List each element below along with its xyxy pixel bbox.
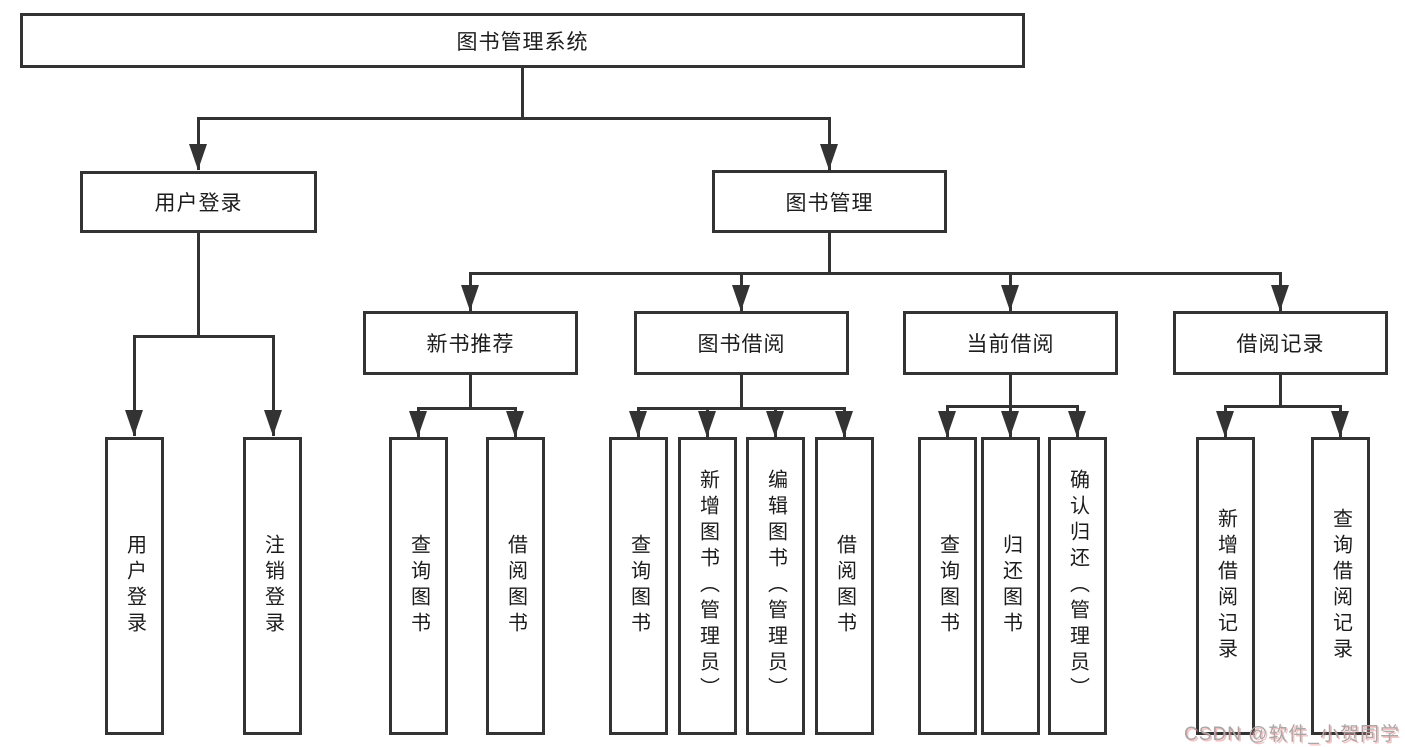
line-v	[133, 335, 136, 436]
arrowhead-down	[125, 410, 143, 436]
arrowhead-down	[835, 411, 853, 437]
node-user-login: 用户登录	[80, 171, 317, 233]
arrowhead-down	[1271, 285, 1289, 311]
arrowhead-down	[698, 411, 716, 437]
line-h	[417, 407, 517, 410]
arrowhead-down	[732, 285, 750, 311]
leaf-query-books-recommend: 查询图书	[389, 437, 448, 735]
arrowhead-down	[1331, 411, 1349, 437]
csdn-watermark: CSDN @软件_小贺同学	[1184, 724, 1400, 745]
leaf-return-book: 归还图书	[981, 437, 1040, 735]
arrowhead-down	[820, 144, 838, 170]
line-h	[946, 405, 1079, 408]
arrowhead-down	[629, 411, 647, 437]
leaf-add-book-admin: 新增图书（管理员）	[678, 437, 737, 735]
arrowhead-down	[1216, 411, 1234, 437]
arrowhead-down	[409, 411, 427, 437]
line-v	[740, 375, 743, 407]
line-v	[828, 233, 831, 272]
line-h	[637, 407, 846, 410]
line-v	[1279, 375, 1282, 405]
line-h	[1224, 405, 1341, 408]
leaf-query-books-current: 查询图书	[918, 437, 977, 735]
leaf-add-borrow-record: 新增借阅记录	[1196, 437, 1255, 735]
node-current-borrowing: 当前借阅	[903, 311, 1118, 375]
node-borrowing-records: 借阅记录	[1173, 311, 1388, 375]
arrowhead-down	[766, 411, 784, 437]
line-v	[521, 68, 524, 117]
leaf-user-login: 用户登录	[105, 437, 164, 735]
arrowhead-down	[461, 285, 479, 311]
node-book-borrowing: 图书借阅	[634, 311, 849, 375]
line-h	[133, 335, 275, 338]
line-v	[828, 117, 831, 170]
arrowhead-down	[189, 144, 207, 170]
node-new-book-recommend: 新书推荐	[363, 311, 578, 375]
leaf-query-borrow-record: 查询借阅记录	[1311, 437, 1370, 735]
arrowhead-down	[264, 410, 282, 436]
leaf-borrow-books-recommend: 借阅图书	[486, 437, 545, 735]
line-v	[1009, 375, 1012, 405]
arrowhead-down	[938, 411, 956, 437]
line-h	[197, 117, 831, 120]
node-book-management: 图书管理	[712, 170, 947, 233]
arrowhead-down	[1001, 411, 1019, 437]
leaf-confirm-return-admin: 确认归还（管理员）	[1048, 437, 1107, 735]
line-v	[469, 375, 472, 407]
leaf-logout: 注销登录	[243, 437, 302, 735]
arrowhead-down	[1001, 285, 1019, 311]
leaf-borrow-book: 借阅图书	[815, 437, 874, 735]
node-root-library-system: 图书管理系统	[20, 13, 1025, 68]
line-v	[197, 117, 200, 170]
leaf-edit-book-admin: 编辑图书（管理员）	[746, 437, 805, 735]
line-v	[197, 233, 200, 335]
leaf-query-books-borrow: 查询图书	[609, 437, 668, 735]
line-h	[469, 272, 1282, 275]
line-v	[272, 335, 275, 436]
arrowhead-down	[506, 411, 524, 437]
arrowhead-down	[1068, 411, 1086, 437]
